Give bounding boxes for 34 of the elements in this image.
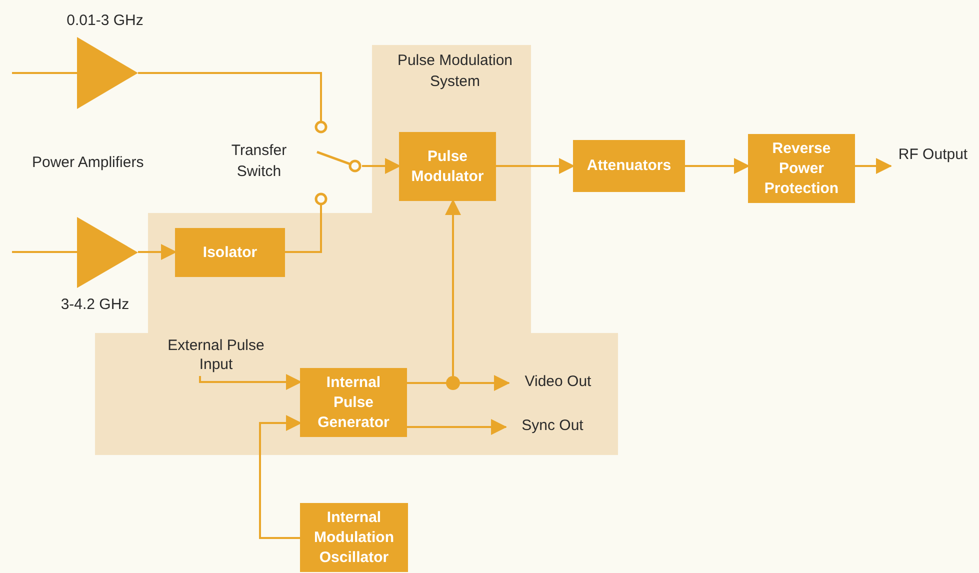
node-caption: 0.01-3 GHz (66, 11, 144, 31)
region-title: Pulse Modulation System (396, 51, 514, 92)
amplifier-triangle (77, 37, 138, 109)
connector-line (285, 205, 322, 253)
junction-dot (446, 376, 460, 390)
block-box: Internal Modulation Oscillator (300, 503, 408, 572)
connector-line (12, 251, 78, 253)
node-caption: Transfer Switch (230, 141, 288, 182)
arrow (362, 158, 401, 174)
arrow (138, 244, 177, 260)
arrow (445, 199, 461, 376)
signal-label: External Pulse Input (161, 336, 271, 376)
arrow (407, 419, 507, 435)
block-box: Pulse Modulator (399, 132, 496, 201)
connector-line (12, 72, 78, 74)
node-caption: 3-4.2 GHz (60, 295, 130, 315)
arrow (685, 158, 750, 174)
arrow (460, 375, 510, 391)
arrow (199, 374, 302, 390)
signal-label: Sync Out (505, 416, 600, 438)
block-box: Isolator (175, 228, 285, 277)
arrow (259, 415, 302, 539)
connector-line (407, 382, 447, 384)
signal-label: Video Out (508, 372, 608, 394)
arrow (496, 158, 575, 174)
connector-line (138, 72, 322, 121)
block-box: Internal Pulse Generator (300, 368, 407, 437)
block-box: Attenuators (573, 140, 685, 192)
arrow (855, 158, 892, 174)
signal-label: RF Output (890, 145, 976, 187)
block-box: Reverse Power Protection (748, 134, 855, 203)
group-label: Power Amplifiers (32, 153, 144, 173)
amplifier-triangle (77, 217, 138, 288)
switch-symbol (313, 120, 362, 206)
